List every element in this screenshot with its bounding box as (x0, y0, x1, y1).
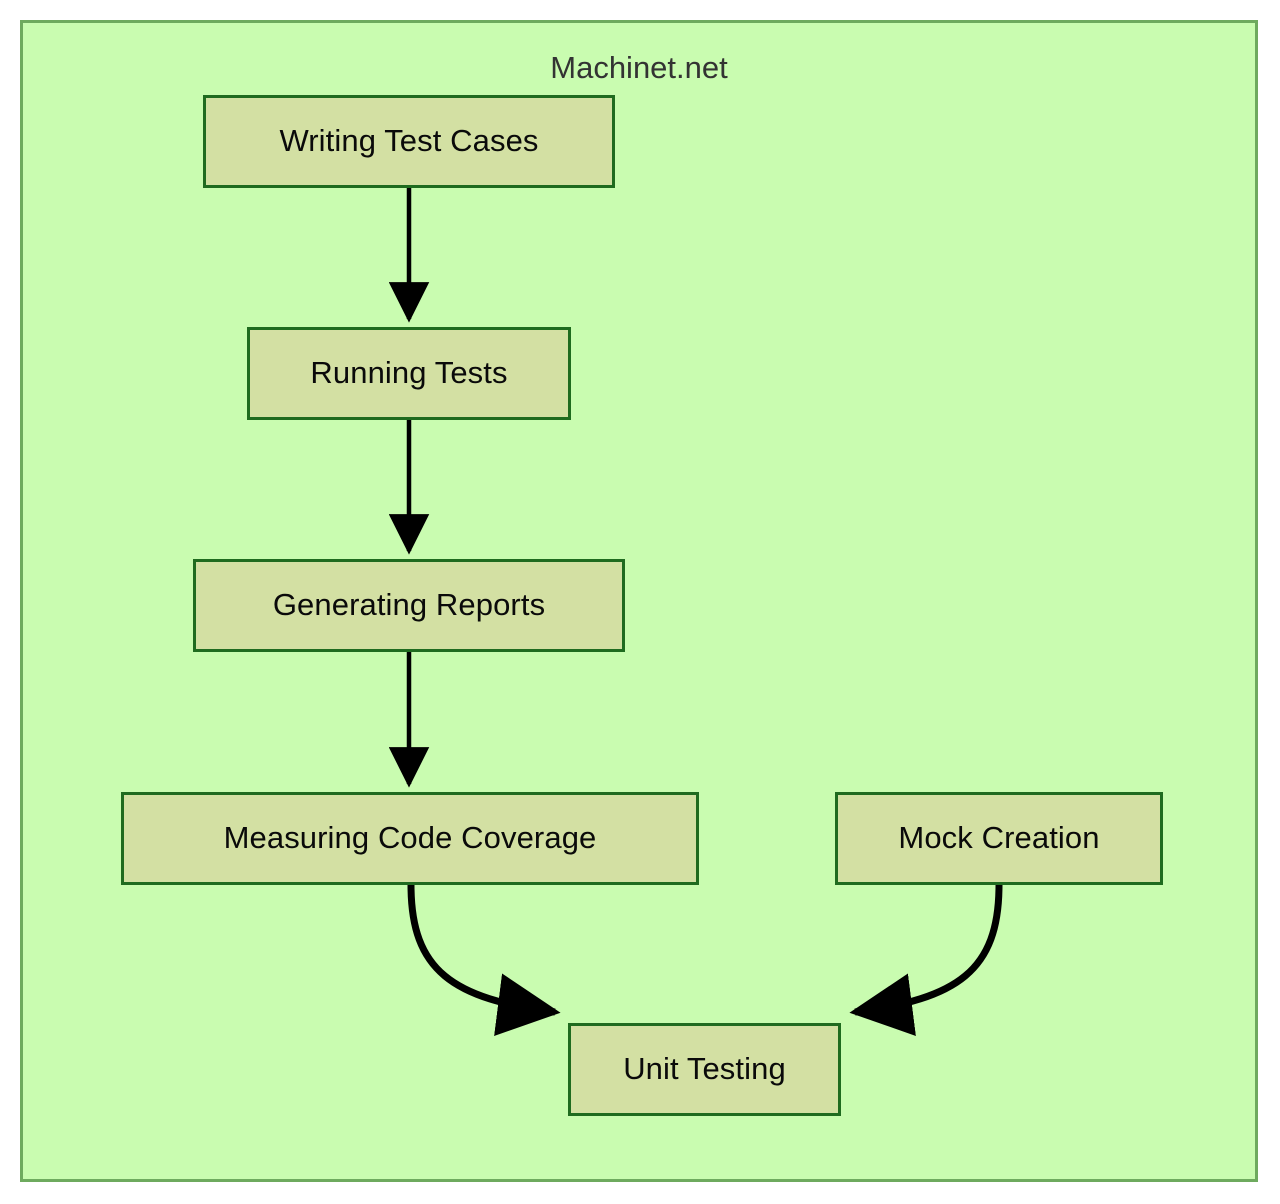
node-measuring-code-coverage[interactable]: Measuring Code Coverage (121, 792, 699, 885)
edge-mock-to-unit-testing (849, 884, 1003, 1036)
diagram-title: Machinet.net (550, 50, 728, 85)
diagram-frame: Machinet.net Writing Test Cases Running … (20, 20, 1258, 1182)
node-label: Unit Testing (623, 1051, 786, 1086)
node-running-tests[interactable]: Running Tests (247, 327, 571, 420)
node-label: Generating Reports (272, 587, 546, 622)
node-label: Measuring Code Coverage (223, 820, 597, 855)
edge-coverage-to-unit-testing (407, 884, 561, 1036)
node-writing-test-cases[interactable]: Writing Test Cases (203, 95, 615, 188)
node-generating-reports[interactable]: Generating Reports (193, 559, 625, 652)
node-unit-testing[interactable]: Unit Testing (568, 1023, 841, 1116)
node-label: Mock Creation (898, 820, 1100, 855)
node-label: Running Tests (310, 355, 508, 390)
node-label: Writing Test Cases (279, 123, 539, 158)
node-mock-creation[interactable]: Mock Creation (835, 792, 1163, 885)
